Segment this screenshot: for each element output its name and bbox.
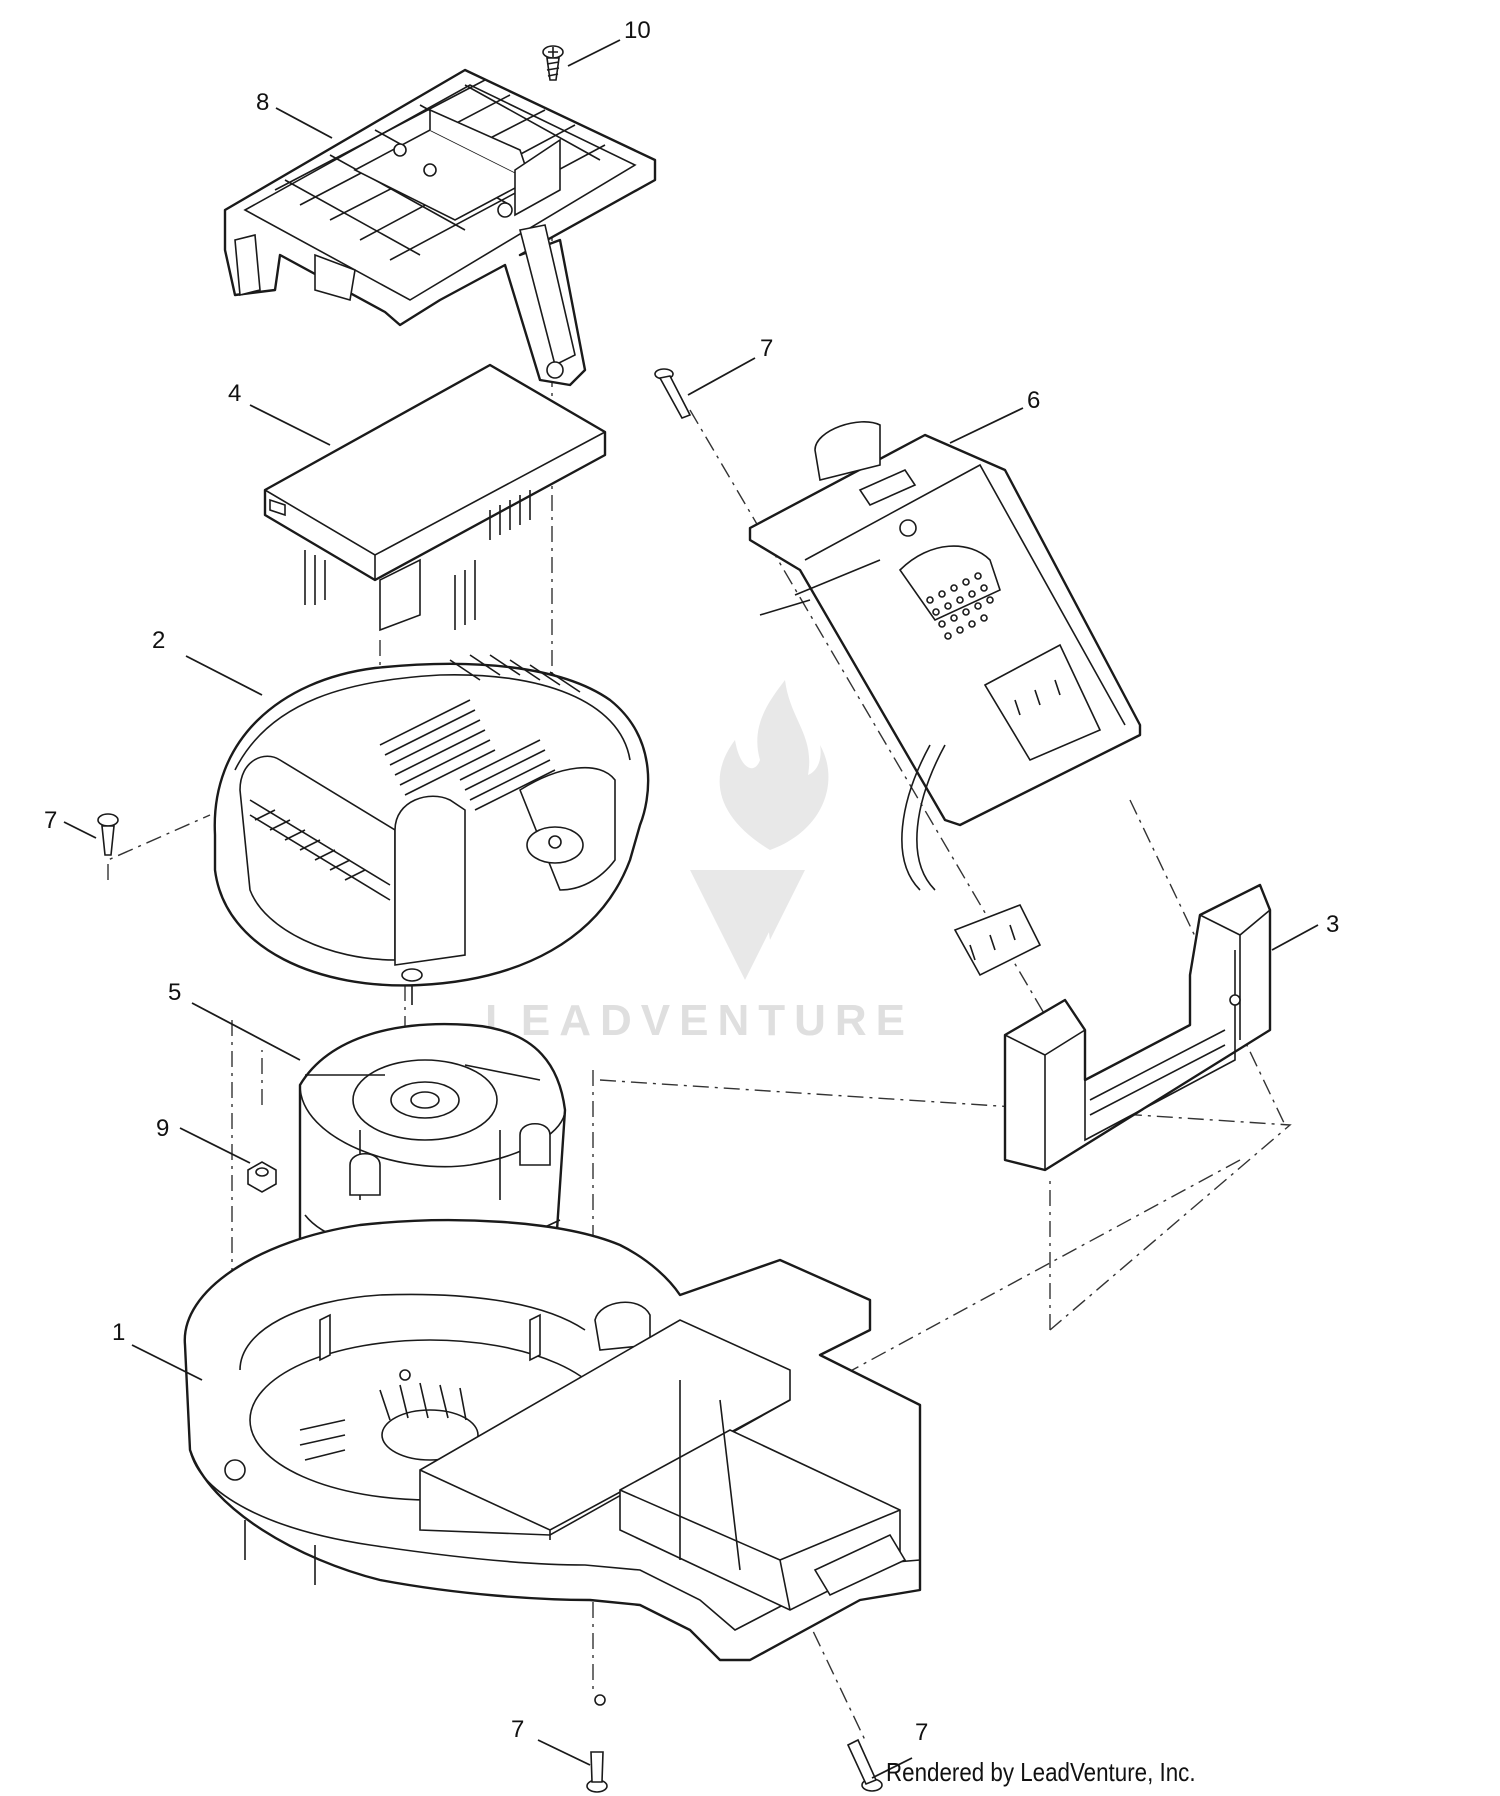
part-7-pin-top (654, 368, 692, 419)
watermark-text: LEADVENTURE (485, 996, 914, 1045)
part-10-screw (542, 45, 564, 81)
callout-2: 2 (152, 627, 165, 654)
callout-10: 10 (624, 17, 651, 44)
callout-7-left: 7 (44, 807, 57, 834)
callout-5: 5 (168, 979, 181, 1006)
callout-labels: 1 2 3 4 5 6 7 7 7 7 8 9 10 (44, 17, 1339, 1746)
part-7-pin-bottom-left (586, 1751, 608, 1793)
part-2-motor-cover (213, 654, 650, 1005)
rendered-by-credit: Rendered by LeadVenture, Inc. (886, 1757, 1196, 1787)
callout-6: 6 (1027, 387, 1040, 414)
vent-holes (926, 572, 994, 640)
part-7-pin-bottom-right (846, 1738, 883, 1792)
part-7-pin-left (97, 813, 119, 856)
callout-8: 8 (256, 89, 269, 116)
part-9-nut (247, 1161, 277, 1193)
leader-lines (63, 39, 1319, 1779)
callout-4: 4 (228, 380, 241, 407)
v-logo-icon (690, 870, 805, 980)
part-6-switch-assembly (748, 421, 1142, 977)
part-3-handle-bracket (1003, 883, 1272, 1172)
callout-7-bottom-right: 7 (915, 1719, 928, 1746)
callout-9: 9 (156, 1115, 169, 1142)
callout-1: 1 (112, 1319, 125, 1346)
part-4-controller-box (263, 363, 607, 632)
part-1-base-housing (183, 1218, 922, 1706)
flame-logo-icon (719, 680, 829, 850)
callout-3: 3 (1326, 911, 1339, 938)
part-8-top-bracket (223, 68, 657, 387)
callout-7-top: 7 (760, 335, 773, 362)
leadventure-watermark: LEADVENTURE (485, 680, 914, 1045)
callout-7-bottom-left: 7 (511, 1716, 524, 1743)
